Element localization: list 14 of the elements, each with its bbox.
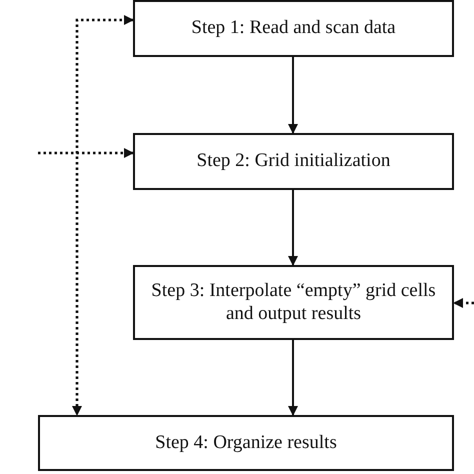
process-box	[133, 0, 454, 57]
step-label: Step 2: Grid initialization	[196, 150, 390, 173]
dotted-arrow	[72, 15, 134, 416]
process-box	[133, 265, 454, 340]
arrow	[288, 57, 298, 134]
dotted-arrow	[38, 148, 134, 158]
process-box	[133, 133, 454, 190]
arrow	[288, 190, 298, 266]
dotted-arrow	[453, 298, 474, 308]
arrow	[288, 340, 298, 416]
step-label: Step 3: Interpolate “empty” grid cells and output results	[150, 280, 437, 326]
step-label: Step 1: Read and scan data	[191, 17, 396, 40]
process-box	[38, 415, 454, 471]
step-label: Step 4: Organize results	[155, 432, 337, 454]
